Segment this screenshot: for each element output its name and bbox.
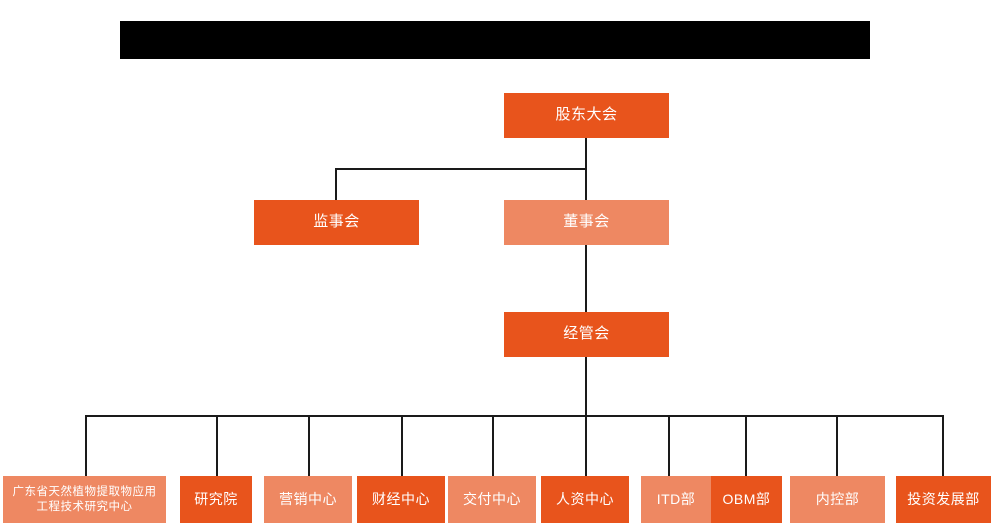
node-management-committee[interactable]: 经管会 xyxy=(504,312,669,357)
connector-leaf-bus xyxy=(85,415,943,417)
connector-board-to-management xyxy=(585,244,587,313)
connector-drop-delivery-center xyxy=(492,415,494,476)
connector-shareholders-to-supervisory xyxy=(335,168,586,170)
node-shareholders[interactable]: 股东大会 xyxy=(504,93,669,138)
connector-drop-guangdong-research-center xyxy=(85,415,87,476)
connector-drop-supervisory xyxy=(335,168,337,201)
connector-drop-internal-control-department xyxy=(836,415,838,476)
connector-management-to-bus xyxy=(585,356,587,416)
node-hr-center[interactable]: 人资中心 xyxy=(541,476,629,523)
node-board-of-directors[interactable]: 董事会 xyxy=(504,200,669,245)
node-internal-control-department[interactable]: 内控部 xyxy=(790,476,885,523)
node-finance-center[interactable]: 财经中心 xyxy=(357,476,445,523)
connector-drop-hr-center xyxy=(585,415,587,476)
connector-drop-itd-department xyxy=(668,415,670,476)
node-itd-department[interactable]: ITD部 xyxy=(641,476,711,523)
node-marketing-center[interactable]: 营销中心 xyxy=(264,476,352,523)
connector-drop-investment-development-department xyxy=(942,415,944,476)
node-delivery-center[interactable]: 交付中心 xyxy=(448,476,536,523)
connector-drop-obm-department xyxy=(745,415,747,476)
node-guangdong-research-center[interactable]: 广东省天然植物提取物应用工程技术研究中心 xyxy=(3,476,166,523)
connector-drop-board-of-directors xyxy=(585,168,587,201)
redacted-title-banner xyxy=(120,21,870,59)
connector-drop-finance-center xyxy=(401,415,403,476)
node-investment-development-department[interactable]: 投资发展部 xyxy=(896,476,991,523)
connector-drop-marketing-center xyxy=(308,415,310,476)
connector-shareholders-trunk xyxy=(585,137,587,169)
node-research-institute[interactable]: 研究院 xyxy=(180,476,252,523)
connector-drop-research-institute xyxy=(216,415,218,476)
node-supervisory-board[interactable]: 监事会 xyxy=(254,200,419,245)
node-obm-department[interactable]: OBM部 xyxy=(711,476,782,523)
